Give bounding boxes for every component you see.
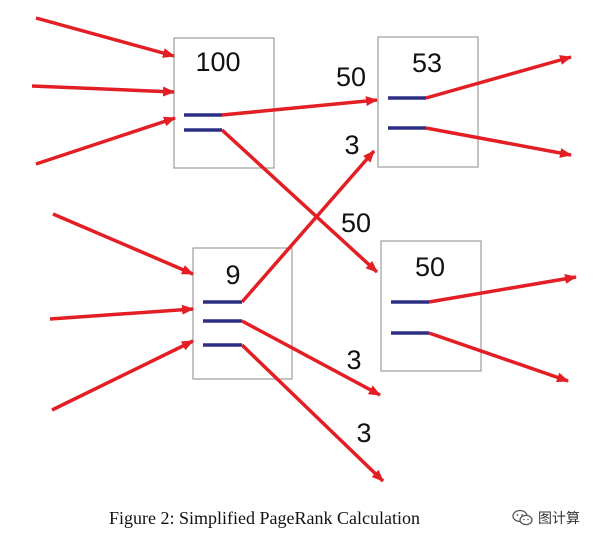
arrow-out-c-1 <box>241 319 381 397</box>
arrow-in-a-2 <box>31 84 175 97</box>
arrow-a-to-d <box>220 128 379 274</box>
arrow-a-to-b <box>221 96 378 117</box>
node-value-d: 50 <box>415 252 445 282</box>
edge-label-a-to-b: 50 <box>336 62 366 92</box>
figure-caption: Figure 2: Simplified PageRank Calculatio… <box>109 508 420 528</box>
arrow-out-b-1 <box>425 55 572 100</box>
arrow-in-a-3 <box>35 116 176 166</box>
arrow-in-c-2 <box>49 304 194 321</box>
arrow-in-a-1 <box>35 16 175 58</box>
edge-label-c-out-1: 3 <box>346 345 361 375</box>
arrow-c-to-b <box>240 149 376 304</box>
wechat-icon <box>512 509 533 526</box>
edge-label-c-to-b: 3 <box>344 130 359 160</box>
outlink-bars <box>184 96 429 347</box>
node-box-d <box>380 240 482 372</box>
node-value-b: 53 <box>412 48 442 78</box>
node-box-b <box>377 36 479 168</box>
edge-label-c-out-2: 3 <box>356 418 371 448</box>
arrows <box>31 16 577 483</box>
arrow-in-c-3 <box>51 339 194 412</box>
arrow-out-d-1 <box>428 273 577 304</box>
node-value-a: 100 <box>195 47 240 77</box>
node-box-a <box>173 37 275 169</box>
edge-label-a-to-d: 50 <box>341 208 371 238</box>
watermark: 图计算 <box>512 508 580 528</box>
node-box-c <box>192 247 293 380</box>
arrow-out-b-2 <box>425 126 572 158</box>
arrow-out-c-2 <box>240 343 385 483</box>
node-value-c: 9 <box>225 260 240 290</box>
arrow-out-d-2 <box>428 331 569 383</box>
arrow-in-c-1 <box>52 212 194 276</box>
watermark-text: 图计算 <box>538 511 580 527</box>
